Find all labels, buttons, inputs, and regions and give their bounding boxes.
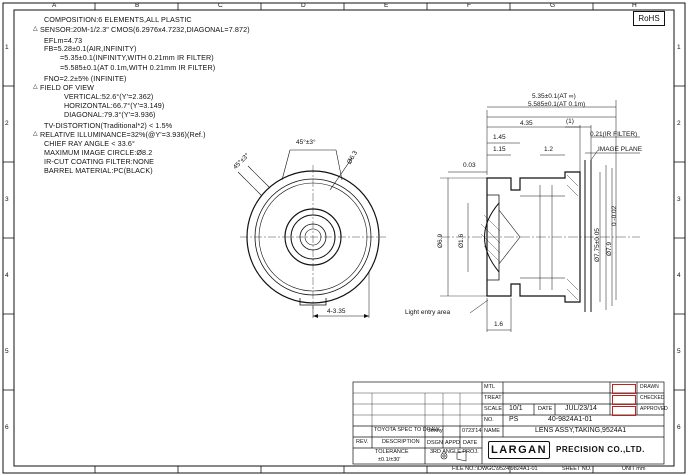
rev-row-desc: TOYOTA SPEC TO DRAW	[374, 427, 440, 433]
spec-line: CHIEF RAY ANGLE < 33.6°	[44, 139, 135, 148]
scale-value: 10/1	[509, 405, 523, 412]
fb-near-dim: 5.585±0.1(AT 0.1m)	[528, 101, 586, 108]
warning-triangle-icon: △	[33, 131, 38, 137]
zone-letter: G	[550, 2, 556, 9]
ps-value: PS	[509, 416, 519, 423]
dim-145: 1.45	[493, 134, 506, 141]
zone-number: 5	[677, 348, 681, 355]
ir-filter-dim: 0.21(IR FILTER)	[590, 131, 638, 138]
zone-number: 6	[677, 424, 681, 431]
dia-16-label: Ø1.6	[458, 233, 465, 248]
image-plane-label: IMAGE PLANE	[598, 146, 643, 153]
spec-line: FIELD OF VIEW	[40, 83, 95, 92]
zone-number: 1	[677, 44, 681, 51]
rev-header: REV.	[356, 439, 369, 445]
spec-line: RELATIVE ILLUMINANCE=32%(@Y'=3.936)(Ref.…	[40, 130, 206, 139]
projection-label: 3RD ANGLE PROJ.	[430, 449, 479, 455]
spec-line: =5.585±0.1(AT 0.1m,WITH 0.21mm IR FILTER…	[60, 63, 216, 72]
spec-line: BARREL MATERIAL:PC(BLACK)	[44, 166, 153, 175]
zone-number: 4	[677, 272, 681, 279]
chamfer-top-label: 45°±3°	[296, 139, 316, 146]
projection-symbol-icon	[440, 450, 467, 462]
warning-triangle-icon: △	[33, 84, 38, 90]
unit-label: UNIT mm	[622, 466, 646, 472]
name-label: NAME	[484, 428, 500, 434]
side-view	[440, 100, 640, 332]
zone-number: 1	[5, 44, 9, 51]
front-view	[237, 149, 386, 318]
spec-line: FB=5.28±0.1(AIR,INFINITY)	[44, 44, 137, 53]
dim-003: 0.03	[463, 162, 476, 169]
dim-16: 1.6	[494, 321, 504, 328]
dim-one: (1)	[566, 118, 574, 125]
spec-line: SENSOR:20M-1/2.3" CMOS(6.2976x4.7232,DIA…	[40, 25, 250, 34]
drawn-stamp	[612, 384, 636, 394]
zone-number: 6	[5, 424, 9, 431]
spec-line: EFLm=4.73	[44, 36, 83, 45]
zone-number: 5	[5, 348, 9, 355]
zone-number: 2	[5, 120, 9, 127]
description-header: DESCRIPTION	[382, 439, 420, 445]
zone-number: 2	[677, 120, 681, 127]
zone-number: 4	[5, 272, 9, 279]
dim-12: 1.2	[544, 146, 554, 153]
zone-letter: E	[384, 2, 389, 9]
scale-label: SCALE	[484, 406, 503, 412]
tolerance-value: ±0.1/±30'	[378, 457, 401, 463]
approved-stamp	[612, 406, 636, 416]
zone-letter: D	[301, 2, 306, 9]
part-name: LENS ASSY,TAKING,9524A1	[535, 427, 627, 434]
zone-letter: C	[218, 2, 223, 9]
largan-logo: LARGAN	[488, 441, 550, 459]
dia-79-tolerance: 0 -0.02	[611, 205, 618, 226]
treat-label: TREAT	[484, 395, 502, 401]
checked-label: CHECKED	[640, 395, 665, 401]
rohs-badge: RoHS	[633, 11, 665, 26]
sheet-number: SHEET NO.	[562, 466, 592, 472]
zone-letter: B	[135, 2, 140, 9]
tolerance-label: TOLERANCE	[375, 449, 409, 455]
spec-line: VERTICAL:52.6°(Y'=2.362)	[64, 92, 154, 101]
approved-label: APPROVED	[640, 406, 668, 412]
spec-line: MAXIMUM IMAGE CIRCLE:Ø8.2	[44, 148, 153, 157]
mtl-label: MTL	[484, 384, 495, 390]
checked-stamp	[612, 395, 636, 405]
date-label: DATE	[538, 406, 553, 412]
no-label: NO.	[484, 417, 494, 423]
dsgn-header: DSGN	[427, 440, 443, 446]
zone-letter: F	[467, 2, 471, 9]
light-entry-label: Light entry area	[405, 309, 451, 316]
spec-line: COMPOSITION:6 ELEMENTS,ALL PLASTIC	[44, 15, 192, 24]
dia-79-label: Ø7.9	[606, 241, 613, 256]
zone-number: 3	[5, 196, 9, 203]
date-header: DATE	[463, 440, 478, 446]
spec-line: TV-DISTORTION(Traditional*2) < 1.5%	[44, 121, 173, 130]
date-value: JUL/23/14	[565, 405, 597, 412]
rev-row-date: 0723'14	[462, 428, 482, 434]
warning-triangle-icon: △	[33, 26, 38, 32]
zone-number: 3	[677, 196, 681, 203]
length-dim: 4.35	[520, 120, 533, 127]
rev-row-name: Jenny	[428, 428, 443, 434]
zone-letter: H	[632, 2, 637, 9]
appd-header: APPD	[445, 440, 460, 446]
fb-infinity-dim: 5.35±0.1(AT ∞)	[532, 93, 576, 100]
drawn-label: DRAWN	[640, 384, 659, 390]
spec-line: HORIZONTAL:66.7°(Y'=3.149)	[64, 101, 165, 110]
spec-line: IR-CUT COATING FILTER:NONE	[44, 157, 155, 166]
spec-line: DIAGONAL:79.3°(Y'=3.936)	[64, 110, 156, 119]
spec-line: FNO=2.2±5% (INFINITE)	[44, 74, 127, 83]
company-name: PRECISION CO.,LTD.	[556, 445, 645, 454]
dia-775-label: Ø7.75±0.05	[594, 228, 601, 262]
zone-letter: A	[52, 2, 57, 9]
file-number: FILE NO.:\DWGC\9524\9824A1-01	[452, 466, 538, 472]
part-number: 40-9824A1-01	[548, 416, 593, 423]
dim-115: 1.15	[493, 146, 506, 153]
thread-label: 4-3.35	[327, 308, 346, 315]
dia-69-label: Ø6.9	[437, 233, 444, 248]
spec-line: =5.35±0.1(INFINITY,WITH 0.21mm IR FILTER…	[60, 53, 214, 62]
